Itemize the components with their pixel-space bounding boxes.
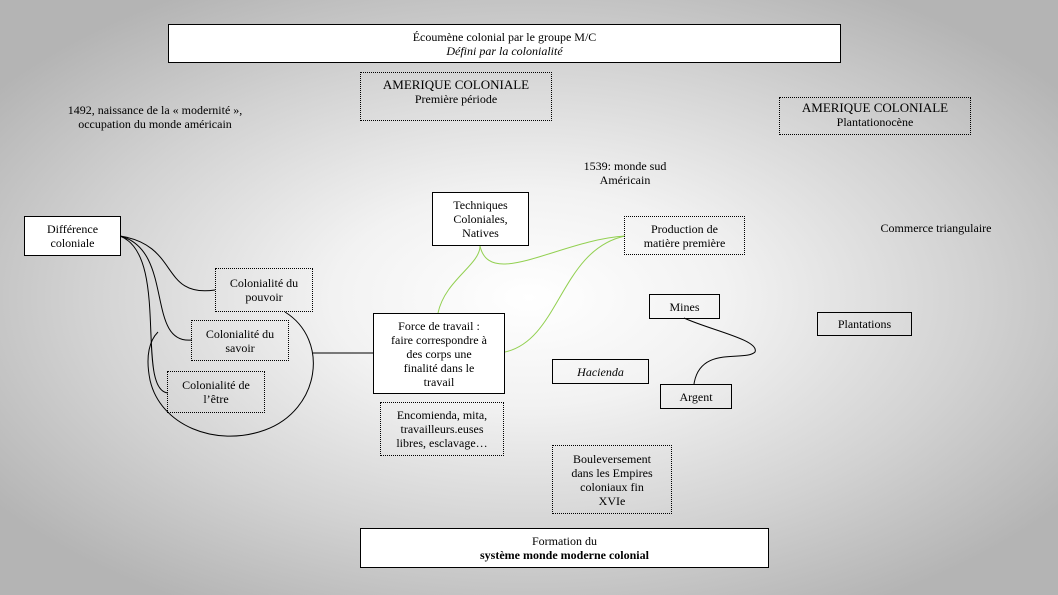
link-force-techniques: [437, 245, 481, 314]
amerique-premiere-sub: Première période: [414, 92, 498, 106]
link-force-production: [504, 235, 626, 353]
formation-line1: Formation du: [532, 534, 597, 548]
header-subtitle: Défini par la colonialité: [446, 43, 563, 58]
amerique-premiere-box: AMERIQUE COLONIALE Première période: [360, 72, 552, 121]
formation-line2: système monde moderne colonial: [480, 548, 649, 562]
production-line1: Production de: [651, 221, 718, 236]
encomienda-line3: libres, esclavage…: [396, 436, 488, 450]
link-difference-pouvoir: [119, 235, 216, 292]
techniques-box: Techniques Coloniales, Natives: [432, 192, 529, 246]
formation-box: Formation du système monde moderne colon…: [360, 528, 769, 568]
plantations-label: Plantations: [837, 317, 892, 331]
force-line4: finalité dans le: [403, 360, 475, 375]
colonialite-loop: [147, 311, 314, 437]
colonialite-etre-box: Colonialité de l’être: [167, 371, 265, 413]
amerique-premiere-title: AMERIQUE COLONIALE: [382, 77, 530, 92]
bouleversement-box: Bouleversement dans les Empires coloniau…: [552, 445, 672, 514]
encomienda-box: Encomienda, mita, travailleurs.euses lib…: [380, 402, 504, 456]
techniques-line1: Techniques: [453, 198, 508, 212]
bouleversement-line3: coloniaux fin: [580, 479, 644, 494]
force-line1: Force de travail :: [398, 318, 480, 333]
link-techniques-production: [479, 235, 626, 265]
hacienda-box: Hacienda: [552, 359, 649, 384]
monde-sud-note-line1: 1539: monde sud: [583, 159, 667, 173]
modernite-note-line2: occupation du monde américain: [78, 117, 232, 131]
plantations-box: Plantations: [817, 312, 912, 336]
amerique-plantation-sub: Plantationocène: [836, 115, 914, 129]
link-difference-etre: [119, 235, 169, 394]
savoir-line2: savoir: [225, 340, 255, 355]
force-line2: faire correspondre à: [391, 332, 487, 347]
amerique-plantation-title: AMERIQUE COLONIALE: [801, 100, 949, 115]
difference-line1: Différence: [46, 222, 99, 236]
monde-sud-note: 1539: monde sud Américain: [560, 159, 690, 187]
header-box: Écoumène colonial par le groupe M/C Défi…: [168, 24, 841, 63]
etre-line1: Colonialité de: [182, 378, 250, 392]
production-line2: matière première: [643, 235, 726, 250]
encomienda-line2: travailleurs.euses: [400, 422, 484, 436]
amerique-plantation-box: AMERIQUE COLONIALE Plantationocène: [779, 97, 971, 135]
header-title: Écoumène colonial par le groupe M/C: [412, 29, 597, 44]
link-mines-argent: [683, 317, 756, 385]
modernite-note-line1: 1492, naissance de la « modernité »,: [67, 103, 243, 117]
bouleversement-line1: Bouleversement: [573, 451, 651, 466]
colonialite-savoir-box: Colonialité du savoir: [191, 320, 289, 361]
commerce-triangulaire: Commerce triangulaire: [880, 221, 992, 235]
encomienda-line1: Encomienda, mita,: [396, 408, 488, 422]
techniques-line2: Coloniales,: [453, 212, 508, 226]
etre-line2: l’être: [203, 392, 229, 406]
force-line3: des corps une: [406, 346, 472, 361]
difference-line2: coloniale: [50, 236, 95, 250]
mines-box: Mines: [649, 294, 720, 319]
link-difference-savoir: [119, 235, 193, 341]
argent-label: Argent: [679, 389, 713, 404]
force-travail-box: Force de travail : faire correspondre à …: [373, 313, 505, 394]
mines-label: Mines: [669, 299, 700, 314]
difference-coloniale-box: Différence coloniale: [24, 216, 121, 256]
techniques-line3: Natives: [462, 226, 499, 240]
colonialite-pouvoir-box: Colonialité du pouvoir: [215, 268, 313, 312]
hacienda-label: Hacienda: [577, 364, 624, 379]
pouvoir-line2: pouvoir: [245, 290, 283, 304]
savoir-line1: Colonialité du: [205, 326, 275, 341]
pouvoir-line1: Colonialité du: [229, 276, 299, 290]
bouleversement-line4: XVIe: [598, 493, 626, 508]
argent-box: Argent: [660, 384, 732, 409]
monde-sud-note-line2: Américain: [599, 173, 651, 187]
modernite-note: 1492, naissance de la « modernité », occ…: [40, 103, 270, 131]
force-line5: travail: [423, 374, 455, 389]
bouleversement-line2: dans les Empires: [571, 465, 653, 480]
production-box: Production de matière première: [624, 216, 745, 255]
